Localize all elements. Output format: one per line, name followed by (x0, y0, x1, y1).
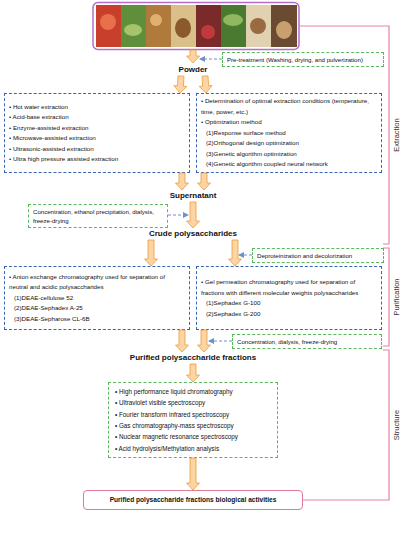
box-text: (3)DEAE-Sepharose CL-6B (9, 314, 185, 325)
box-text: • Hot water extraction (9, 102, 185, 113)
method-box: • Anion exchange chromatography used for… (4, 266, 190, 330)
box-text: • Nuclear magnetic resonance spectroscop… (115, 431, 271, 442)
annotation-box: Concentration, ethanol precipitation, di… (28, 204, 168, 228)
flow-arrow (187, 202, 200, 228)
photo-detail (100, 14, 116, 30)
step-label-node: Crude polysaccharides (143, 228, 243, 240)
box-text: (1)Response surface method (201, 128, 377, 139)
photo-detail (223, 14, 243, 26)
photo-tile (221, 5, 246, 47)
box-text: (3)Genetic algorithm optimization (201, 149, 377, 160)
step-text: Purified polysaccharide fractions (130, 353, 256, 363)
method-box: • Gel permeation chromatography used for… (196, 266, 382, 330)
box-text: Concentration, dialysis, freeze-drying (237, 337, 377, 346)
step-text: Powder (179, 65, 208, 75)
annotation-box: Concentration, dialysis, freeze-drying (232, 334, 382, 349)
annotation-box: Deproteinization and decolorization (252, 248, 384, 263)
box-text: • Gas chromatography-mass spectroscopy (115, 420, 271, 431)
box-text: Concentration, ethanol precipitation, di… (33, 207, 163, 225)
box-text: (1)Sephadex G-100 (201, 298, 377, 309)
box-text: (2)Sephadex G-200 (201, 309, 377, 320)
section-label: Extraction (392, 118, 401, 151)
section-label: Structure (392, 410, 401, 440)
photo-tile (246, 5, 271, 47)
photo-tile (171, 5, 196, 47)
box-text: • Ultraviolet visible spectroscopy (115, 397, 271, 408)
box-text: • Ultrasonic-assisted extraction (9, 144, 185, 155)
section-bracket (303, 350, 389, 500)
step-label-node: Powder (173, 63, 213, 76)
section-label: Purification (392, 278, 401, 315)
result-box: Purified polysaccharide fractions biolog… (83, 490, 303, 510)
flow-arrow (229, 240, 242, 266)
box-text: Deproteinization and decolorization (257, 251, 379, 260)
photo-detail (175, 18, 191, 38)
method-box: • Determination of optimal extraction co… (196, 93, 382, 173)
photo-detail (150, 14, 162, 26)
annotation-box: Pre-treatment (Washing, drying, and pulv… (222, 52, 384, 67)
box-text: • Microwave-assisted extraction (9, 133, 185, 144)
photo-detail (276, 21, 292, 39)
box-text: • High performance liquid chromatography (115, 386, 271, 397)
flow-arrow (145, 240, 158, 266)
box-text: Pre-treatment (Washing, drying, and pulv… (227, 55, 379, 64)
photo-tile (271, 5, 297, 47)
leader-arrow (168, 215, 188, 216)
method-box: • Hot water extraction• Acid-base extrac… (4, 93, 190, 173)
leader-arrow (239, 255, 252, 256)
photo-tile (96, 5, 121, 47)
step-label-node: Purified polysaccharide fractions (113, 352, 273, 364)
photo-detail (124, 24, 142, 36)
box-text: • Determination of optimal extraction co… (201, 96, 377, 117)
flow-arrow (176, 173, 189, 190)
flow-arrow (199, 76, 212, 93)
method-box: • High performance liquid chromatography… (108, 382, 278, 458)
box-text: • Anion exchange chromatography used for… (9, 272, 185, 293)
leader-arrow (209, 341, 232, 342)
step-text: Supernatant (170, 191, 217, 201)
box-text: • Enzyme-assisted extraction (9, 123, 185, 134)
box-text: Purified polysaccharide fractions biolog… (110, 496, 277, 504)
box-text: • Acid hydrolysis/Methylation analysis (115, 443, 271, 454)
box-text: • Acid-base extraction (9, 112, 185, 123)
flow-arrow (187, 458, 200, 490)
box-text: (1)DEAE-cellulose 52 (9, 293, 185, 304)
photo-detail (201, 25, 215, 39)
flow-arrow (187, 50, 200, 63)
flow-arrow (176, 330, 189, 352)
flow-arrow (198, 173, 211, 190)
photo-detail (250, 18, 266, 34)
photo-tile (146, 5, 171, 47)
leader-arrow (200, 59, 222, 60)
step-text: Crude polysaccharides (149, 229, 237, 239)
flow-arrow (198, 330, 211, 352)
photo-frame (93, 3, 299, 50)
photo-tile (121, 5, 146, 47)
flow-arrow (174, 76, 187, 93)
flow-arrow (187, 364, 200, 382)
box-text: • Ultra high pressure assisted extractio… (9, 154, 185, 165)
box-text: (2)DEAE-Sephadex A-25 (9, 303, 185, 314)
box-text: • Fourier transform infrared spectroscop… (115, 409, 271, 420)
box-text: • Gel permeation chromatography used for… (201, 277, 377, 298)
box-text: (2)Orthogonal design optimization (201, 138, 377, 149)
food-photo-strip (93, 3, 299, 50)
step-label-node: Supernatant (163, 190, 223, 202)
box-text: (4)Genetic algorithm coupled neural netw… (201, 159, 377, 170)
photo-tile (196, 5, 221, 47)
box-text: • Optimization method (201, 117, 377, 128)
